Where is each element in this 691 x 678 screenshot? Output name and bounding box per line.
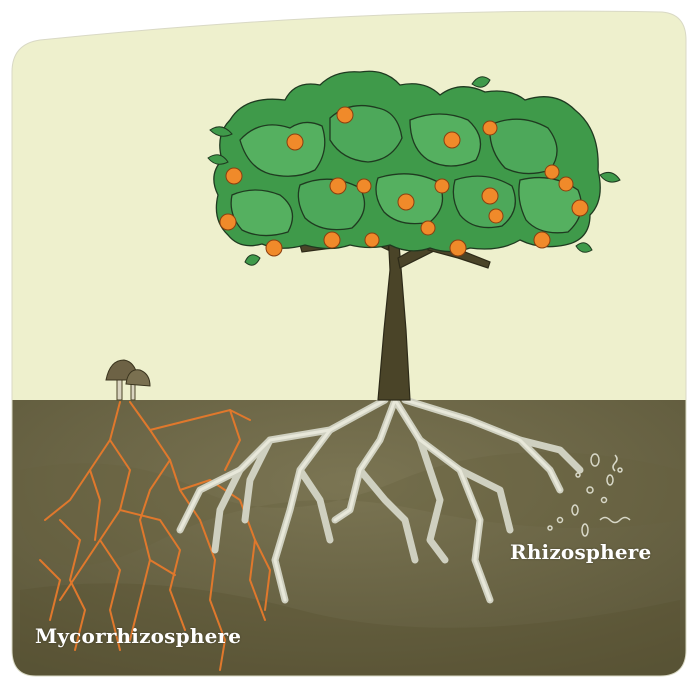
label-rhizosphere: Rhizosphere xyxy=(510,540,651,564)
label-mycorrhizosphere: Mycorrhizosphere xyxy=(35,624,241,648)
